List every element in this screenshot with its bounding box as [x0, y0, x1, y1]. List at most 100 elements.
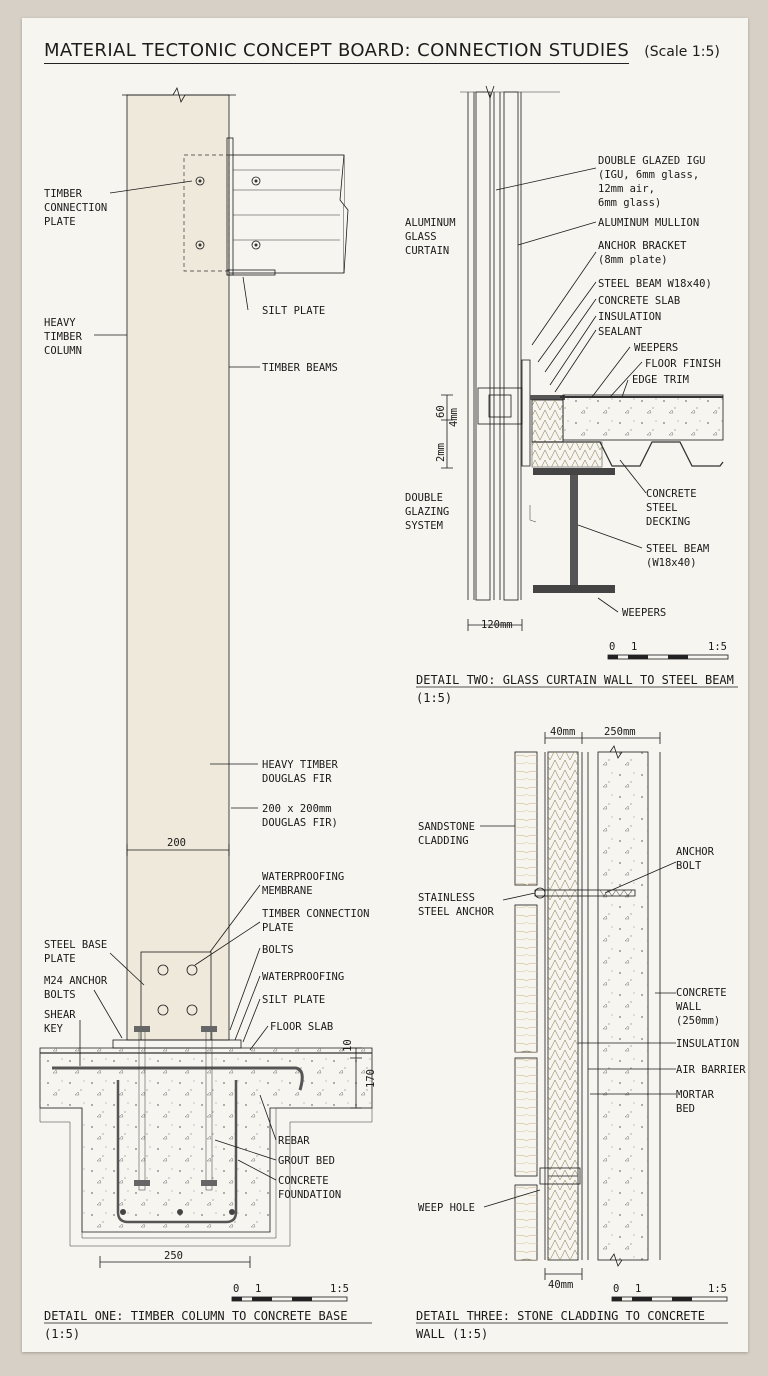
- label-weep-hole: WEEP HOLE: [418, 1202, 475, 1214]
- label-silt-plate-base: SILT PLATE: [262, 994, 325, 1006]
- label-heavy-timber-column-3: COLUMN: [44, 345, 82, 357]
- scale-two-ratio: 1:5: [708, 641, 727, 653]
- label-waterproofing-membrane-2: MEMBRANE: [262, 885, 313, 897]
- label-double-glazed-igu-1: DOUBLE GLAZED IGU: [598, 155, 705, 167]
- label-section-size-1: 200 x 200mm: [262, 803, 332, 815]
- label-double-glazing-system-2: GLAZING: [405, 506, 449, 518]
- label-rebar: REBAR: [278, 1135, 310, 1147]
- scale-three-one: 1: [635, 1283, 641, 1295]
- label-weepers-bottom: WEEPERS: [622, 607, 666, 619]
- label-shear-key-2: KEY: [44, 1023, 64, 1035]
- label-timber-connection-plate-base-1: TIMBER CONNECTION: [262, 908, 369, 920]
- weep-hole: [539, 1167, 581, 1185]
- scale-one-ratio: 1:5: [330, 1283, 349, 1295]
- dim-footing-width: 250: [164, 1250, 183, 1262]
- scale-two-one: 1: [631, 641, 637, 653]
- board-title-text: MATERIAL TECTONIC CONCEPT BOARD: CONNECT…: [44, 40, 630, 64]
- label-insulation-three: INSULATION: [676, 1038, 739, 1050]
- anchor-bracket: [521, 359, 531, 467]
- label-double-glazed-igu-4: 6mm glass): [598, 197, 661, 209]
- label-mortar-bed-1: MORTAR: [676, 1089, 715, 1101]
- label-floor-finish: FLOOR FINISH: [645, 358, 721, 370]
- label-concrete-steel-decking-3: DECKING: [646, 516, 690, 528]
- label-aluminum-glass-curtain-1: ALUMINUM: [405, 217, 456, 229]
- label-double-glazing-system-3: SYSTEM: [405, 520, 443, 532]
- label-aluminum-glass-curtain-2: GLASS: [405, 231, 437, 243]
- detail-one-caption: DETAIL ONE: TIMBER COLUMN TO CONCRETE BA…: [44, 1309, 347, 1323]
- detail-one-caption-scale: (1:5): [44, 1327, 80, 1341]
- label-shear-key-1: SHEAR: [44, 1009, 76, 1021]
- label-weepers-top: WEEPERS: [634, 342, 678, 354]
- scale-bar-three: [611, 1296, 728, 1302]
- scale-three-zero: 0: [613, 1283, 619, 1295]
- dim-top-250: 250mm: [604, 726, 636, 738]
- label-anchor-bracket-2: (8mm plate): [598, 254, 668, 266]
- board-title: MATERIAL TECTONIC CONCEPT BOARD: CONNECT…: [44, 40, 720, 64]
- label-timber-connection-plate-3: PLATE: [44, 216, 76, 228]
- label-edge-trim: EDGE TRIM: [632, 374, 689, 386]
- detail-three-caption-scale: WALL (1:5): [416, 1327, 488, 1341]
- label-stainless-steel-anchor-1: STAINLESS: [418, 892, 475, 904]
- label-heavy-timber-df-1: HEAVY TIMBER: [262, 759, 339, 771]
- label-anchor-bracket-1: ANCHOR BRACKET: [598, 240, 687, 252]
- label-double-glazed-igu-2: (IGU, 6mm glass,: [598, 169, 699, 181]
- label-timber-connection-plate-2: CONNECTION: [44, 202, 107, 214]
- label-concrete-foundation-1: CONCRETE: [278, 1175, 329, 1187]
- label-concrete-wall-1: CONCRETE: [676, 987, 727, 999]
- scale-bar-one: [231, 1296, 348, 1302]
- label-steel-base-plate-2: PLATE: [44, 953, 76, 965]
- glass-pane-inner: [503, 91, 519, 601]
- label-concrete-slab: CONCRETE SLAB: [598, 295, 680, 307]
- label-timber-connection-plate-base-2: PLATE: [262, 922, 294, 934]
- label-timber-beams: TIMBER BEAMS: [262, 362, 338, 374]
- label-waterproofing: WATERPROOFING: [262, 971, 344, 983]
- detail-two-caption: DETAIL TWO: GLASS CURTAIN WALL TO STEEL …: [416, 673, 734, 687]
- label-timber-connection-plate-1: TIMBER: [44, 188, 83, 200]
- label-anchor-bolt-2: BOLT: [676, 860, 702, 872]
- steel-decking: [532, 441, 724, 467]
- label-air-barrier: AIR BARRIER: [676, 1064, 746, 1076]
- dim-column-width: 200: [167, 837, 186, 849]
- scale-three-ratio: 1:5: [708, 1283, 727, 1295]
- dim-side-60: 60: [435, 405, 447, 418]
- label-steel-base-plate-1: STEEL BASE: [44, 939, 107, 951]
- label-anchor-bolt-1: ANCHOR: [676, 846, 715, 858]
- label-concrete-steel-decking-2: STEEL: [646, 502, 678, 514]
- leader-timber-plate-top: [109, 180, 193, 194]
- dim-bottom-40: 40mm: [548, 1279, 573, 1291]
- label-sandstone-cladding-1: SANDSTONE: [418, 821, 475, 833]
- glass-pane-outer: [475, 91, 491, 601]
- dim-slab-top: 10: [342, 1039, 354, 1052]
- label-concrete-foundation-2: FOUNDATION: [278, 1189, 341, 1201]
- label-grout-bed: GROUT BED: [278, 1155, 335, 1167]
- scale-two-zero: 0: [609, 641, 615, 653]
- detail-three-drawing: [416, 732, 728, 1324]
- label-concrete-steel-decking-1: CONCRETE: [646, 488, 697, 500]
- label-silt-plate-top: SILT PLATE: [262, 305, 325, 317]
- label-steel-beam-top: STEEL BEAM W18x40): [598, 278, 712, 290]
- label-m24-anchor-bolts-2: BOLTS: [44, 989, 76, 1001]
- scale-one-one: 1: [255, 1283, 261, 1295]
- dim-slab-depth: 170: [365, 1069, 377, 1088]
- timber-beam: [228, 154, 345, 274]
- detail-two-drawing: [416, 85, 738, 688]
- dim-top-40: 40mm: [550, 726, 575, 738]
- timber-column: [127, 95, 229, 1040]
- label-waterproofing-membrane-1: WATERPROOFING: [262, 871, 344, 883]
- dim-side-2: 2mm: [435, 443, 447, 462]
- label-double-glazing-system-1: DOUBLE: [405, 492, 443, 504]
- label-stainless-steel-anchor-2: STEEL ANCHOR: [418, 906, 495, 918]
- label-heavy-timber-column-2: TIMBER: [44, 331, 83, 343]
- label-aluminum-glass-curtain-3: CURTAIN: [405, 245, 449, 257]
- steel-beam: [533, 468, 615, 475]
- detail-three-caption: DETAIL THREE: STONE CLADDING TO CONCRETE: [416, 1309, 705, 1323]
- label-mortar-bed-2: BED: [676, 1103, 695, 1115]
- dim-bottom-120: 120mm: [481, 619, 513, 631]
- label-section-size-2: DOUGLAS FIR): [262, 817, 338, 829]
- label-floor-slab: FLOOR SLAB: [270, 1021, 333, 1033]
- label-heavy-timber-df-2: DOUGLAS FIR: [262, 773, 332, 785]
- rebar: [116, 1080, 238, 1224]
- detail-one-drawing: [39, 86, 373, 1324]
- label-concrete-wall-3: (250mm): [676, 1015, 720, 1027]
